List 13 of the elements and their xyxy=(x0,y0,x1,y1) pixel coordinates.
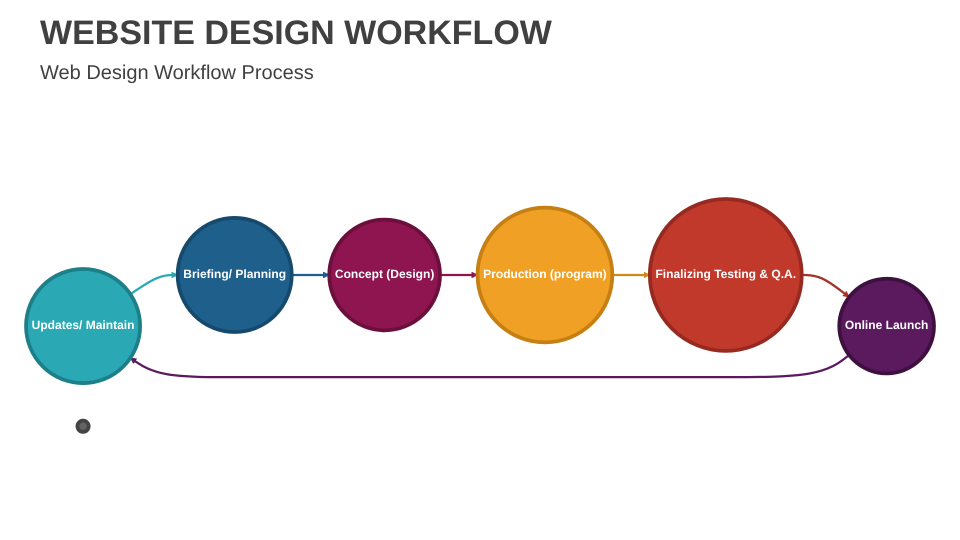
arrow xyxy=(130,354,850,378)
arrow xyxy=(802,273,850,297)
node-circle: Online Launch xyxy=(837,276,936,375)
node-circle: Finalizing Testing & Q.A. xyxy=(648,196,804,352)
node-circle xyxy=(76,418,91,434)
node-circle: Briefing/ Planning xyxy=(176,216,294,334)
node-circle: Concept (Design) xyxy=(327,217,442,332)
title: WEBSITE DESIGN WORKFLOW xyxy=(40,14,552,53)
subtitle: Web Design Workflow Process xyxy=(40,62,314,85)
arrow xyxy=(130,271,178,295)
arrow xyxy=(440,271,478,278)
node-circle: Updates/ Maintain xyxy=(24,266,142,385)
node-circle: Production (program) xyxy=(476,205,614,344)
